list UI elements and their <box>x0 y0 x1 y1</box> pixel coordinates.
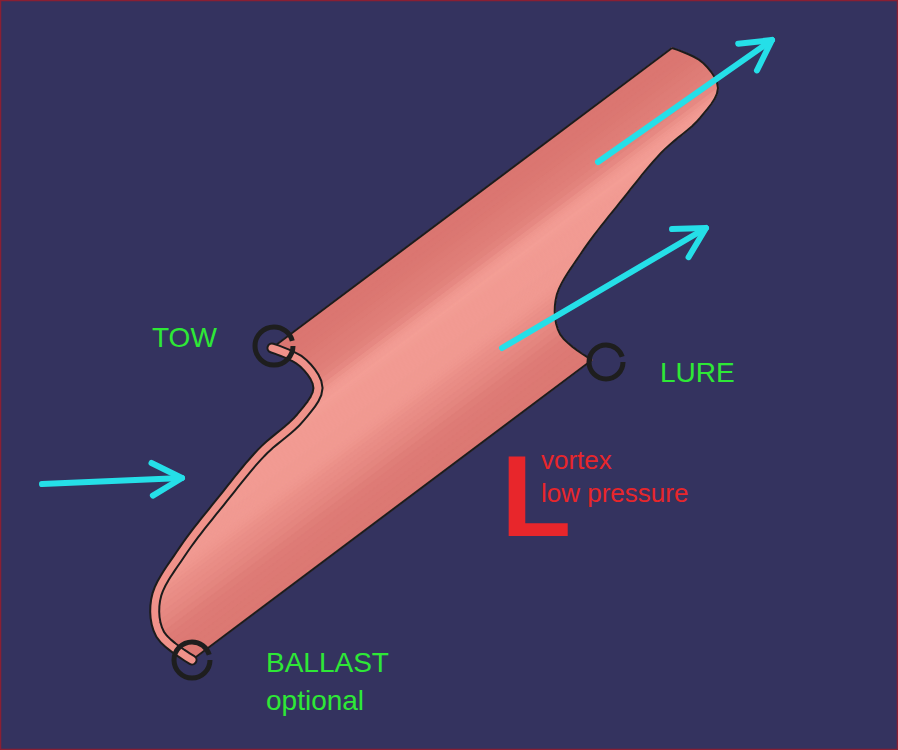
plate-surface <box>155 312 555 618</box>
arrow-shaft <box>502 228 706 348</box>
low-pressure-note: low pressure <box>541 479 688 509</box>
vortex-note: vortex <box>541 446 612 476</box>
plate-surface <box>317 82 718 388</box>
ring <box>589 345 623 379</box>
arrow-head <box>672 228 706 257</box>
front-rim <box>155 348 318 660</box>
arrow-shaft <box>598 40 772 162</box>
arrow-shaft <box>42 478 182 484</box>
tow-label: TOW <box>152 322 217 354</box>
ring <box>255 327 293 365</box>
arrow-head <box>738 40 772 70</box>
plate-surface <box>182 354 587 657</box>
lure-label: LURE <box>660 357 735 389</box>
ballast-label: BALLAST optional <box>266 644 411 720</box>
plate-surface <box>158 329 560 634</box>
flow-arrow <box>42 463 182 496</box>
ring <box>174 642 210 678</box>
flow-arrows <box>42 40 772 496</box>
plate-surface <box>173 347 578 651</box>
plate-surface <box>177 350 582 653</box>
arrow-head <box>151 463 182 496</box>
top-edge <box>272 48 672 348</box>
plate-surface <box>156 323 558 629</box>
flow-arrow <box>502 228 706 348</box>
front-rim-outline <box>155 348 318 660</box>
plate-surface <box>155 318 556 624</box>
plate-surface <box>187 357 592 660</box>
bottom-edge <box>192 360 592 660</box>
flow-arrow <box>598 40 772 162</box>
